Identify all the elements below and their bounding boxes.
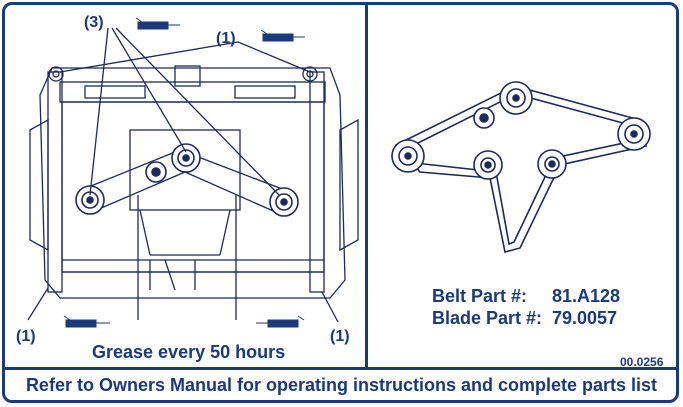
callout-1-top: (1)	[216, 30, 236, 47]
grease-gun-icon	[63, 17, 305, 328]
decal-frame	[2, 2, 679, 403]
callout-1-right: (1)	[330, 328, 350, 345]
belt-part-label: Belt Part #:	[432, 286, 528, 306]
decal-code: 00.0256	[620, 355, 664, 369]
parts-list: Belt Part #: 81.A128 Blade Part #: 79.00…	[432, 285, 620, 329]
callout-3: (3)	[84, 14, 104, 31]
belt-part-number: 81.A128	[552, 286, 621, 306]
horizontal-divider	[4, 367, 679, 370]
blade-part-number: 79.0057	[552, 308, 618, 328]
blade-part-row: Blade Part #: 79.0057	[432, 307, 620, 329]
callout-1-left: (1)	[16, 328, 36, 345]
blade-part-label: Blade Part #:	[432, 308, 543, 328]
grease-interval-text: Grease every 50 hours	[92, 342, 286, 362]
belt-part-row: Belt Part #: 81.A128	[432, 285, 620, 307]
vertical-divider	[365, 4, 368, 369]
footer-instructions: Refer to Owners Manual for operating ins…	[25, 375, 658, 395]
